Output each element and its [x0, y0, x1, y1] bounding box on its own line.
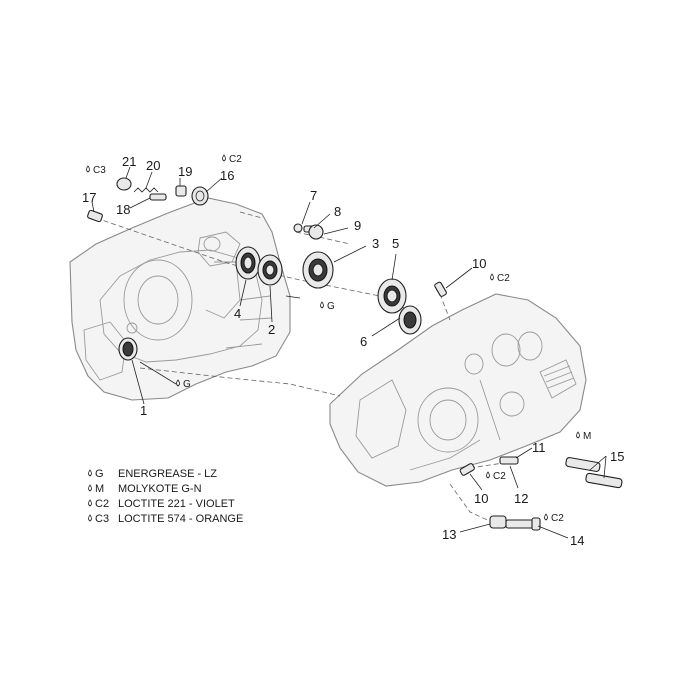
part-5-bearing	[377, 278, 407, 314]
lube-marker-m-shafts: M	[576, 431, 591, 442]
callout-19: 19	[178, 164, 192, 179]
callout-10-upper: 10	[472, 256, 486, 271]
part-1-seal	[118, 337, 138, 361]
callout-13: 13	[442, 527, 456, 542]
lubricant-legend: G ENERGREASE - LZ M MOLYKOTE G-N C2 LOCT…	[88, 468, 243, 525]
part-6-seal	[398, 305, 422, 335]
callout-8: 8	[334, 204, 341, 219]
part-10-stud-upper	[434, 281, 447, 297]
part-15-shafts	[565, 457, 623, 489]
svg-text:C3: C3	[93, 165, 106, 176]
legend-row-c2: C2 LOCTITE 221 - VIOLET	[88, 498, 235, 510]
callout-numbers: 21 20 19 16 17 18 7 8 9 3 5 6 4 2 1 10 1…	[82, 154, 624, 548]
callout-1: 1	[140, 403, 147, 418]
svg-text:C2: C2	[497, 273, 510, 284]
part-20-spring	[133, 187, 159, 193]
part-2-seal	[257, 254, 283, 286]
callout-18: 18	[116, 202, 130, 217]
svg-text:C3: C3	[95, 513, 109, 525]
callout-16: 16	[220, 168, 234, 183]
callout-7: 7	[310, 188, 317, 203]
svg-text:C2: C2	[229, 154, 242, 165]
callout-11: 11	[532, 440, 546, 455]
part-11-12-screw	[499, 456, 519, 465]
svg-text:M: M	[95, 483, 104, 495]
legend-row-g: G ENERGREASE - LZ	[88, 468, 217, 480]
part-4-bearing	[235, 246, 261, 280]
svg-text:ENERGREASE - LZ: ENERGREASE - LZ	[118, 468, 217, 480]
legend-row-c3: C3 LOCTITE 574 - ORANGE	[88, 513, 243, 525]
part-18-plunger	[149, 193, 167, 201]
lubricant-markers: C3 C2 G G C2 C2 C2 M	[86, 154, 591, 524]
svg-text:MOLYKOTE G-N: MOLYKOTE G-N	[118, 483, 202, 495]
callout-5: 5	[392, 236, 399, 251]
svg-text:G: G	[183, 379, 191, 390]
lube-marker-g-bearing: G	[320, 301, 335, 312]
svg-text:M: M	[583, 431, 591, 442]
svg-text:LOCTITE 574 - ORANGE: LOCTITE 574 - ORANGE	[118, 513, 243, 525]
callout-17: 17	[82, 190, 96, 205]
callout-21: 21	[122, 154, 136, 169]
lube-marker-c2-bolt: C2	[544, 513, 564, 524]
svg-text:LOCTITE 221 - VIOLET: LOCTITE 221 - VIOLET	[118, 498, 235, 510]
callout-9: 9	[354, 218, 361, 233]
part-9-bush	[308, 224, 324, 240]
part-19-screw	[175, 185, 187, 197]
callout-3: 3	[372, 236, 379, 251]
callout-20: 20	[146, 158, 160, 173]
part-7-ring	[293, 223, 303, 233]
callout-2: 2	[268, 322, 275, 337]
callout-12: 12	[514, 491, 528, 506]
svg-text:G: G	[95, 468, 104, 480]
legend-row-m: M MOLYKOTE G-N	[88, 483, 202, 495]
callout-6: 6	[360, 334, 367, 349]
lube-marker-c3-top: C3	[86, 165, 106, 176]
svg-text:G: G	[327, 301, 335, 312]
callout-15: 15	[610, 449, 624, 464]
part-10-stud-lower	[459, 463, 475, 476]
part-14-bolt	[505, 517, 541, 531]
svg-text:C2: C2	[95, 498, 109, 510]
lube-marker-g-seal: G	[176, 379, 191, 390]
lube-marker-c2-pin: C2	[486, 471, 506, 482]
callout-4: 4	[234, 306, 241, 321]
svg-text:C2: C2	[493, 471, 506, 482]
part-16-bush	[191, 186, 209, 206]
leader-lines	[91, 166, 607, 539]
lube-marker-c2-stud: C2	[490, 273, 510, 284]
part-3-bearing	[302, 251, 334, 289]
part-17-stud	[87, 209, 103, 223]
part-13-bush	[489, 515, 507, 529]
svg-text:C2: C2	[551, 513, 564, 524]
left-crankcase-half	[69, 197, 291, 401]
lube-marker-c2-top: C2	[222, 154, 242, 165]
callout-14: 14	[570, 533, 584, 548]
callout-10-lower: 10	[474, 491, 488, 506]
part-21-cap	[116, 177, 132, 191]
right-crankcase-half	[329, 293, 587, 487]
